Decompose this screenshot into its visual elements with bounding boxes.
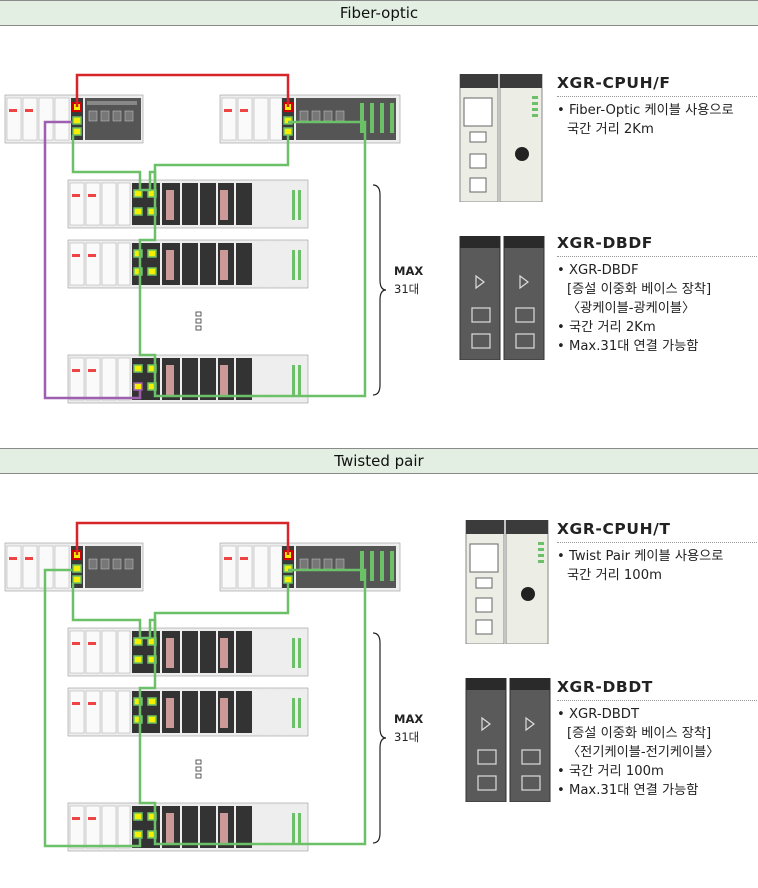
bullet: 국간 거리 2Km	[567, 122, 654, 137]
cpu-sync-link-red	[75, 73, 290, 107]
cpu-rack-right	[219, 94, 401, 144]
cpu-rack-right	[219, 542, 401, 592]
section-header-twisted-pair: Twisted pair	[0, 448, 758, 474]
bullet: • XGR-DBDF	[557, 263, 639, 278]
cpu-sync-link-red	[75, 521, 290, 555]
green-cpu-link	[153, 583, 290, 638]
bullet: • Twist Pair 케이블 사용으로	[557, 549, 724, 564]
ellipsis-icon	[195, 311, 202, 331]
bullet: • XGR-DBDT	[557, 707, 640, 722]
cpu-rack-left	[4, 94, 144, 144]
xgr-dbdt-module-image	[465, 678, 551, 802]
expansion-rack-1	[67, 627, 309, 677]
bullet: • Max.31대 연결 가능함	[557, 783, 699, 798]
ellipsis-icon	[195, 759, 202, 779]
purple-return-link	[43, 120, 142, 400]
max-count: 31대	[394, 730, 420, 744]
max-label: MAX	[394, 264, 424, 278]
green-loop-link	[71, 568, 367, 846]
green-cpu-link	[153, 135, 290, 190]
bullet: • 국간 거리 2Km	[557, 320, 656, 335]
cpu-rack-left	[4, 542, 144, 592]
bullet: 〈전기케이블-전기케이블〉	[567, 745, 720, 760]
max-brace-icon	[372, 632, 387, 844]
bullet: 〈광케이블-광케이블〉	[567, 301, 696, 316]
expansion-rack-1	[67, 179, 309, 229]
product-info-xgr-dbdt: XGR-DBDT • XGR-DBDT [증설 이중화 베이스 장착] 〈전기케…	[557, 678, 757, 800]
max-count-label: MAX 31대	[394, 262, 423, 298]
xgr-dbdf-module-image	[459, 236, 545, 360]
section-title: Twisted pair	[334, 452, 424, 470]
max-label: MAX	[394, 712, 424, 726]
bullet: [증설 이중화 베이스 장착]	[567, 282, 712, 297]
bullet: [증설 이중화 베이스 장착]	[567, 726, 712, 741]
product-info-xgr-dbdf: XGR-DBDF • XGR-DBDF [증설 이중화 베이스 장착] 〈광케이…	[557, 234, 757, 356]
bullet: • Max.31대 연결 가능함	[557, 339, 699, 354]
fiber-optic-network-diagram	[4, 73, 401, 404]
bullet: 국간 거리 100m	[567, 568, 662, 583]
expansion-rack-2	[67, 239, 309, 289]
green-loop-link	[71, 120, 367, 398]
model-name: XGR-CPUH/F	[557, 74, 757, 97]
section-title: Fiber-optic	[339, 4, 419, 22]
bullet: • 국간 거리 100m	[557, 764, 664, 779]
xgr-cpuh-t-module-image	[465, 520, 549, 644]
xgr-cpuh-f-module-image	[459, 74, 543, 202]
green-return-link	[43, 568, 142, 848]
model-name: XGR-DBDF	[557, 234, 757, 257]
bullet: • Fiber-Optic 케이블 사용으로	[557, 103, 734, 118]
twisted-pair-network-diagram	[4, 521, 401, 852]
model-name: XGR-DBDT	[557, 678, 757, 701]
product-info-xgr-cpuh-f: XGR-CPUH/F • Fiber-Optic 케이블 사용으로 국간 거리 …	[557, 74, 757, 139]
max-count: 31대	[394, 282, 420, 296]
product-info-xgr-cpuh-t: XGR-CPUH/T • Twist Pair 케이블 사용으로 국간 거리 1…	[557, 520, 757, 585]
max-count-label: MAX 31대	[394, 710, 423, 746]
model-name: XGR-CPUH/T	[557, 520, 757, 543]
max-brace-icon	[372, 184, 387, 396]
expansion-rack-2	[67, 687, 309, 737]
section-header-fiber-optic: Fiber-optic	[0, 0, 758, 26]
